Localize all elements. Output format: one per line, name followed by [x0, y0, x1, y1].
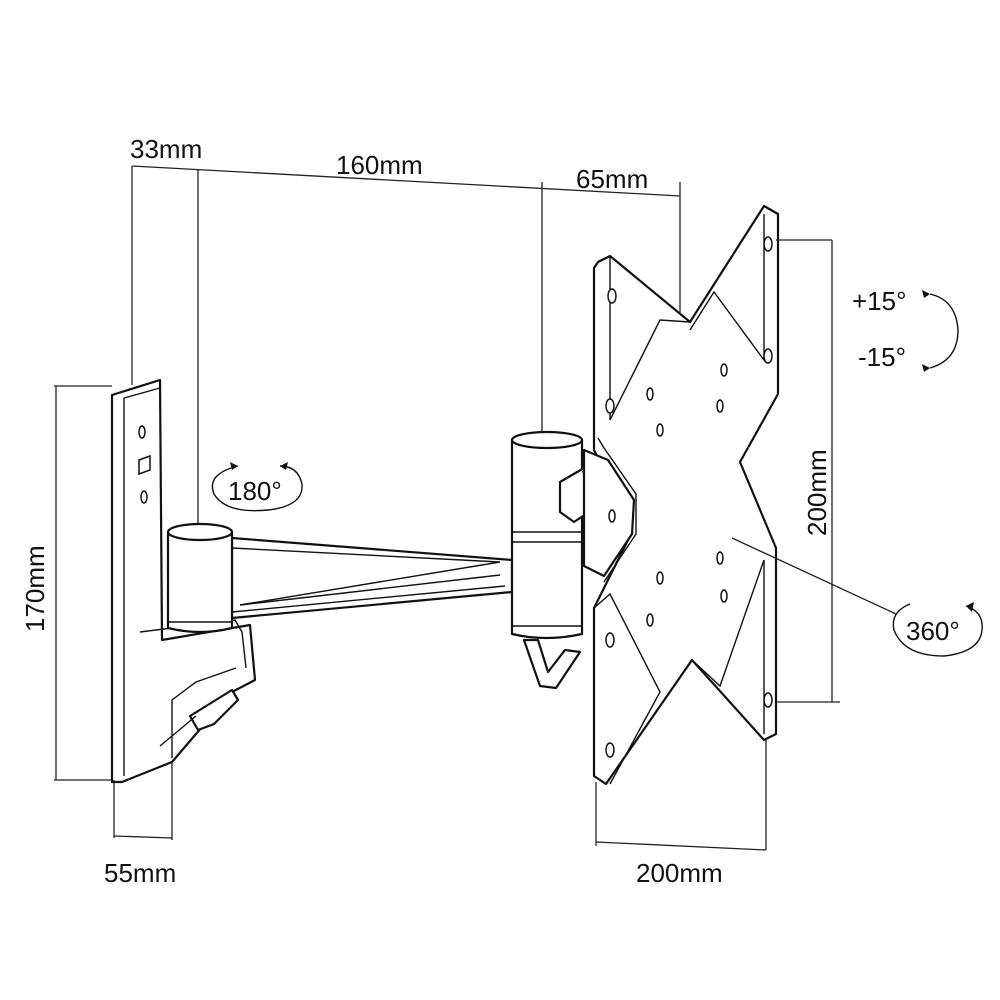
head-offset-label: 65mm	[576, 164, 648, 194]
vesa-width-dimension	[595, 740, 767, 851]
rotate-label: 360°	[906, 616, 960, 646]
offset-wall-label: 33mm	[130, 134, 202, 164]
rotate-arrow-icon	[892, 602, 983, 657]
plate-depth-dimension	[113, 762, 173, 840]
articulating-arm	[166, 430, 601, 690]
swivel-arrow-icon	[211, 462, 303, 512]
plate-depth-label: 55mm	[104, 858, 176, 888]
arm-length-label: 160mm	[336, 150, 423, 180]
tilt-up-label: +15°	[852, 286, 907, 316]
swivel-label: 180°	[228, 476, 282, 506]
vesa-height-dimension	[776, 239, 840, 703]
rotate-leader-line	[731, 537, 897, 615]
vesa-height-label: 200mm	[802, 449, 832, 536]
tilt-down-label: -15°	[858, 342, 906, 372]
plate-height-label: 170mm	[20, 545, 50, 632]
vesa-plate	[582, 204, 780, 786]
plate-height-dimension	[54, 385, 112, 781]
tilt-arrow-icon	[922, 290, 959, 372]
vesa-width-label: 200mm	[636, 858, 723, 888]
wall-plate	[110, 378, 257, 784]
top-dimension-line	[131, 165, 681, 528]
